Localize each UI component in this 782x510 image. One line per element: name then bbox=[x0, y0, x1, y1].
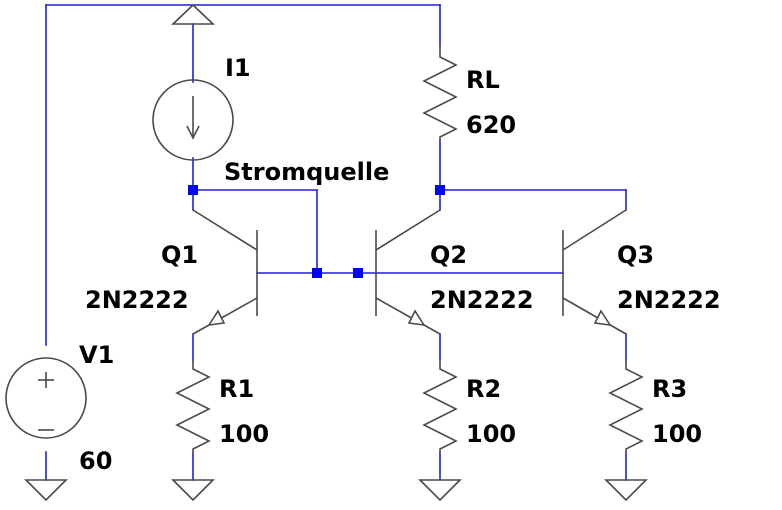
q1-label: Q1 bbox=[161, 241, 198, 269]
junction-dot bbox=[312, 268, 322, 278]
r2-label: R2 bbox=[466, 375, 501, 403]
i1-label: I1 bbox=[225, 54, 251, 82]
ground-v1-symbol bbox=[24, 479, 68, 502]
q3-model: 2N2222 bbox=[617, 286, 721, 314]
junction-dot bbox=[188, 185, 198, 195]
q2-model: 2N2222 bbox=[430, 286, 534, 314]
transistor-q3-symbol bbox=[562, 209, 627, 335]
r3-label: R3 bbox=[652, 375, 687, 403]
current-source-i1-symbol bbox=[152, 79, 234, 161]
ground-r2-symbol bbox=[418, 479, 462, 502]
rl-label: RL bbox=[466, 66, 500, 94]
resistor-rl-symbol bbox=[422, 45, 458, 140]
r1-value: 100 bbox=[219, 420, 269, 448]
stromquelle-net-label: Stromquelle bbox=[224, 158, 389, 186]
q2-label: Q2 bbox=[430, 241, 467, 269]
resistor-r1-symbol bbox=[175, 360, 211, 453]
q1-model: 2N2222 bbox=[85, 286, 189, 314]
resistor-r2-symbol bbox=[422, 360, 458, 453]
v1-label: V1 bbox=[79, 341, 114, 369]
voltage-source-v1-symbol bbox=[5, 357, 87, 439]
junction-dot bbox=[353, 268, 363, 278]
r2-value: 100 bbox=[466, 420, 516, 448]
transistor-q2-symbol bbox=[375, 209, 441, 335]
wires bbox=[45, 4, 627, 481]
ground-r1-symbol bbox=[171, 479, 215, 502]
r1-label: R1 bbox=[219, 375, 254, 403]
supply-flag-symbol bbox=[170, 3, 216, 25]
junction-dot bbox=[435, 185, 445, 195]
resistor-r3-symbol bbox=[608, 360, 644, 453]
rl-value: 620 bbox=[466, 111, 516, 139]
ground-r3-symbol bbox=[604, 479, 648, 502]
transistor-q1-symbol bbox=[192, 209, 258, 335]
q3-label: Q3 bbox=[617, 241, 654, 269]
r3-value: 100 bbox=[652, 420, 702, 448]
v1-value: 60 bbox=[79, 447, 112, 475]
